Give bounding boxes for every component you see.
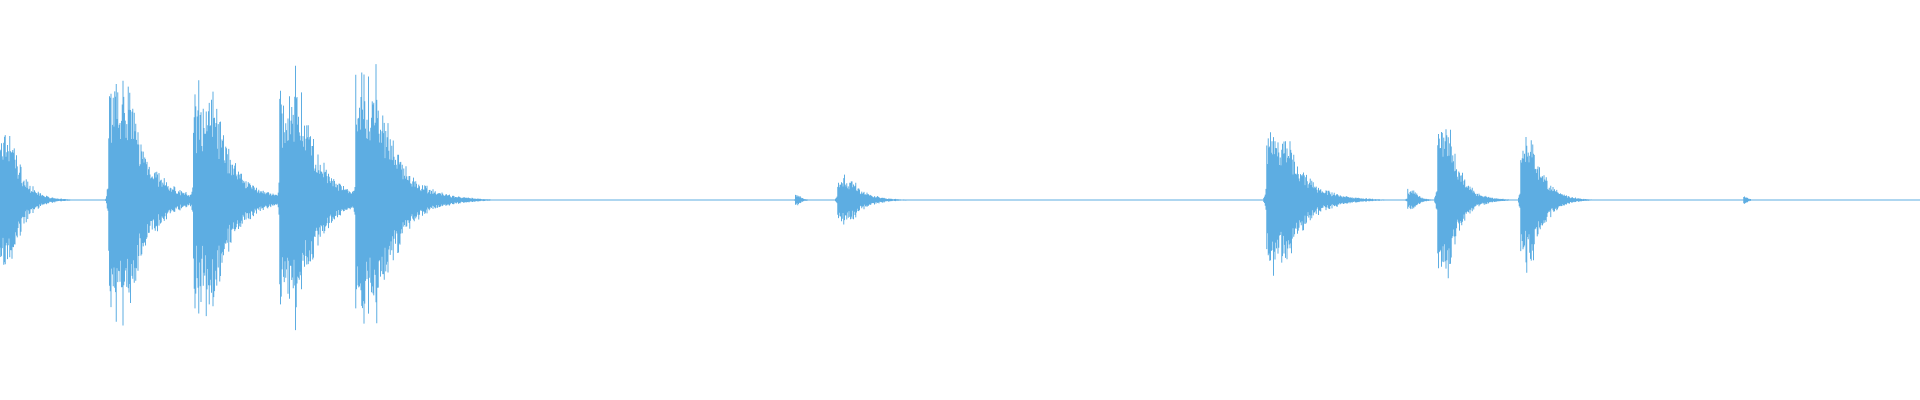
waveform-burst — [1518, 137, 1592, 273]
waveform-burst — [352, 64, 491, 324]
waveform-burst — [1434, 129, 1509, 279]
waveform-bursts — [0, 64, 1751, 331]
waveform-burst — [835, 174, 907, 225]
waveform-burst — [0, 135, 71, 265]
waveform-burst — [1743, 196, 1751, 204]
waveform-burst — [793, 194, 808, 206]
waveform-burst — [1405, 188, 1431, 210]
waveform-burst — [1263, 132, 1389, 276]
